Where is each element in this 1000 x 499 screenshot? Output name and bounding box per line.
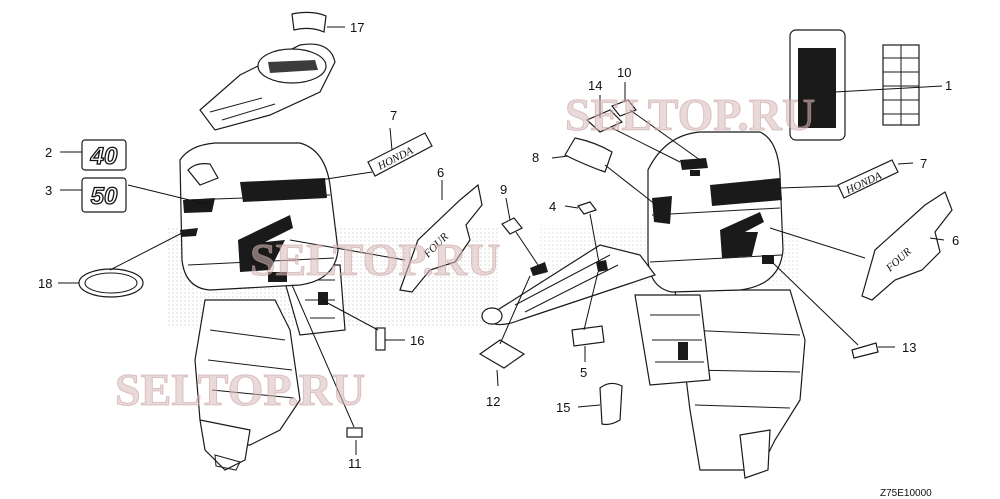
callout-17: 17 <box>350 20 364 35</box>
part-15-sticker <box>599 382 623 426</box>
callout-8: 8 <box>532 150 539 165</box>
left-outboard-motor <box>179 142 346 471</box>
callout-13: 13 <box>902 340 916 355</box>
part-5-sticker <box>571 325 605 347</box>
badge-50-text: 50 <box>91 183 118 210</box>
watermark-middle: SELTOP.RU <box>250 234 500 285</box>
part-8-sticker <box>564 137 613 173</box>
callout-2: 2 <box>45 145 52 160</box>
callout-4: 4 <box>549 199 556 214</box>
part-7-honda-badge-right: HONDA <box>837 159 899 199</box>
part-18-emblem <box>78 268 144 298</box>
callout-1: 1 <box>945 78 952 93</box>
callout-6-right: 6 <box>952 233 959 248</box>
part-12-sticker <box>478 339 526 369</box>
callout-12: 12 <box>486 394 500 409</box>
part-4-sticker <box>577 201 597 215</box>
leader-lines <box>58 26 945 455</box>
right-outboard-motor <box>634 131 806 479</box>
callout-3: 3 <box>45 183 52 198</box>
callout-14: 14 <box>588 78 602 93</box>
part-2-badge-40: 40 <box>81 139 127 171</box>
callout-9: 9 <box>500 182 507 197</box>
badge-40-text: 40 <box>90 143 118 170</box>
part-10-sticker <box>611 99 637 117</box>
drawing-code: Z75E10000 <box>880 488 932 499</box>
part-14-sticker <box>585 109 624 133</box>
callout-7-left: 7 <box>390 108 397 123</box>
callout-5: 5 <box>580 365 587 380</box>
part-3-badge-50: 50 <box>81 177 127 213</box>
callout-11: 11 <box>348 456 362 471</box>
part-6-four-decal-right: FOUR <box>861 191 953 301</box>
callout-10: 10 <box>617 65 631 80</box>
callout-16: 16 <box>410 333 424 348</box>
part-11-sticker <box>346 427 363 438</box>
callout-7-right: 7 <box>920 156 927 171</box>
top-cover <box>199 43 336 131</box>
part-9-sticker <box>501 217 523 235</box>
tiller-handle <box>481 244 656 326</box>
watermark-top: SELTOP.RU <box>565 89 815 140</box>
callout-18: 18 <box>38 276 52 291</box>
callout-6-left: 6 <box>437 165 444 180</box>
watermark-bottom: SELTOP.RU <box>115 364 365 415</box>
sticker-17 <box>291 11 327 33</box>
part-16-sticker <box>375 327 386 351</box>
part-6-four-decal-left: FOUR <box>399 183 483 293</box>
part-7-honda-badge-left: HONDA <box>367 132 433 177</box>
part-13-sticker <box>851 342 879 359</box>
part-1-label <box>789 29 920 141</box>
callout-15: 15 <box>556 400 570 415</box>
